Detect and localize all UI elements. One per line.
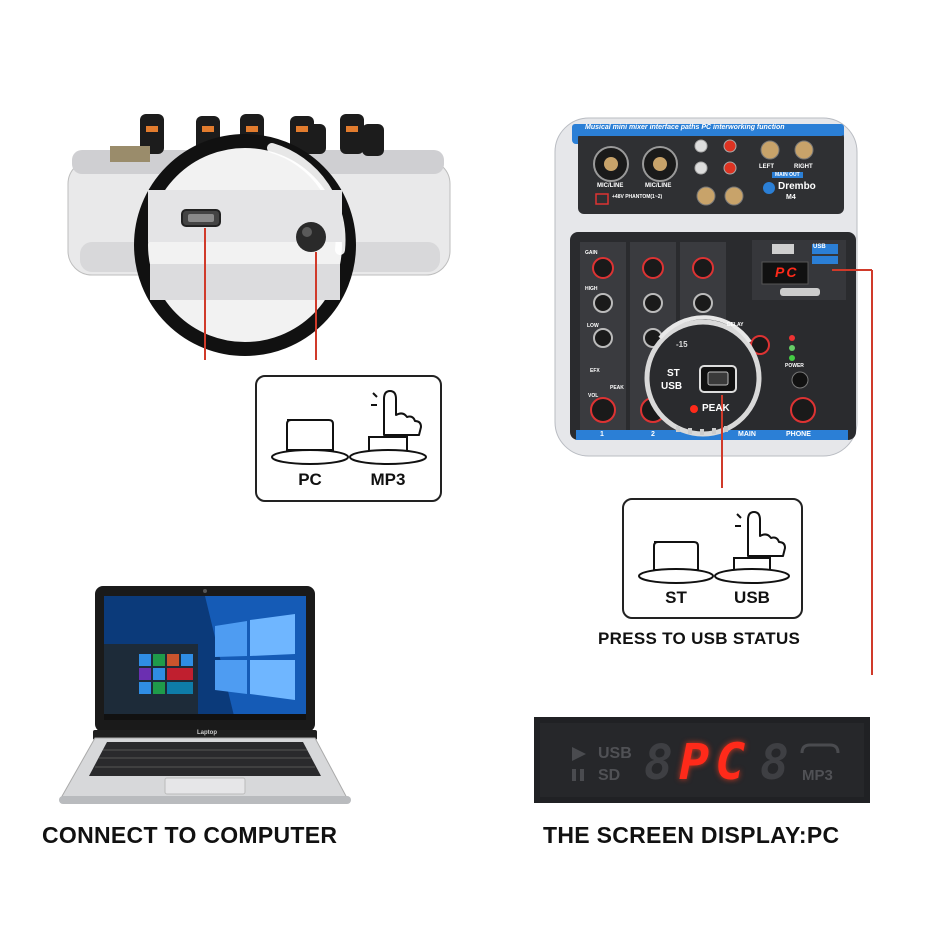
- channel-2-label: 2: [651, 431, 655, 438]
- display-mp3-ghost: MP3: [802, 767, 833, 784]
- display-usb-ghost: USB: [598, 745, 632, 762]
- zoom-minus15-label: -15: [676, 340, 688, 349]
- display-sd-ghost: SD: [598, 767, 621, 784]
- mic-line-label-2: MIC/LINE: [645, 183, 672, 189]
- display-ghost-digit-left: 8: [644, 735, 673, 791]
- press-to-usb-caption: PRESS TO USB STATUS: [598, 629, 801, 648]
- peak-label: PEAK: [610, 385, 624, 391]
- mp3-label: MP3: [370, 470, 406, 489]
- display-digits: PC: [679, 733, 752, 791]
- right-label: RIGHT: [794, 164, 813, 170]
- phone-label: PHONE: [786, 431, 811, 438]
- zoom-peak-label: PEAK: [702, 403, 730, 414]
- efx-label: EFX: [590, 368, 600, 374]
- zoom-st-label: ST: [667, 368, 680, 379]
- laptop-brand: Laptop: [197, 730, 217, 736]
- pc-label: PC: [298, 470, 322, 489]
- pc-mp3-switch-diagram: PC MP3: [255, 375, 442, 502]
- screen-display-caption: THE SCREEN DISPLAY:PC: [543, 822, 840, 848]
- mixer-model: M4: [786, 194, 796, 201]
- channel-1-label: 1: [600, 431, 604, 438]
- display-ghost-digit-right: 8: [760, 735, 789, 791]
- low-label: LOW: [587, 323, 599, 329]
- usb-label: USB: [734, 588, 770, 607]
- high-label: HIGH: [585, 286, 598, 292]
- connect-caption: CONNECT TO COMPUTER: [42, 822, 338, 848]
- usb-panel-label: USB: [813, 244, 826, 250]
- left-label: LEFT: [759, 164, 774, 170]
- mixer-brand: Drembo: [778, 181, 816, 192]
- zoom-usb-label: USB: [661, 381, 683, 392]
- st-label: ST: [665, 588, 687, 607]
- phantom-label: +48V PHANTOM(1~2): [612, 194, 663, 200]
- main-label: MAIN: [738, 431, 756, 438]
- mic-line-label-1: MIC/LINE: [597, 183, 624, 189]
- screen-display-panel: USB SD MP3 8 PC 8: [534, 717, 870, 803]
- device-side-view: [0, 0, 470, 360]
- main-out-label: MAIN OUT: [772, 172, 803, 178]
- mixer-header-text: Musical mini mixer interface paths PC in…: [585, 124, 785, 131]
- laptop-illustration: Laptop: [55, 580, 355, 810]
- mixer-display: PC: [775, 264, 799, 280]
- vol-label: VOL: [588, 393, 599, 399]
- mixer-device: Musical mini mixer interface paths PC in…: [554, 117, 873, 675]
- gain-label: GAIN: [585, 250, 598, 256]
- st-usb-switch-diagram: ST USB: [622, 498, 803, 619]
- delay-label: DELAY: [727, 322, 744, 328]
- power-label: POWER: [785, 363, 804, 369]
